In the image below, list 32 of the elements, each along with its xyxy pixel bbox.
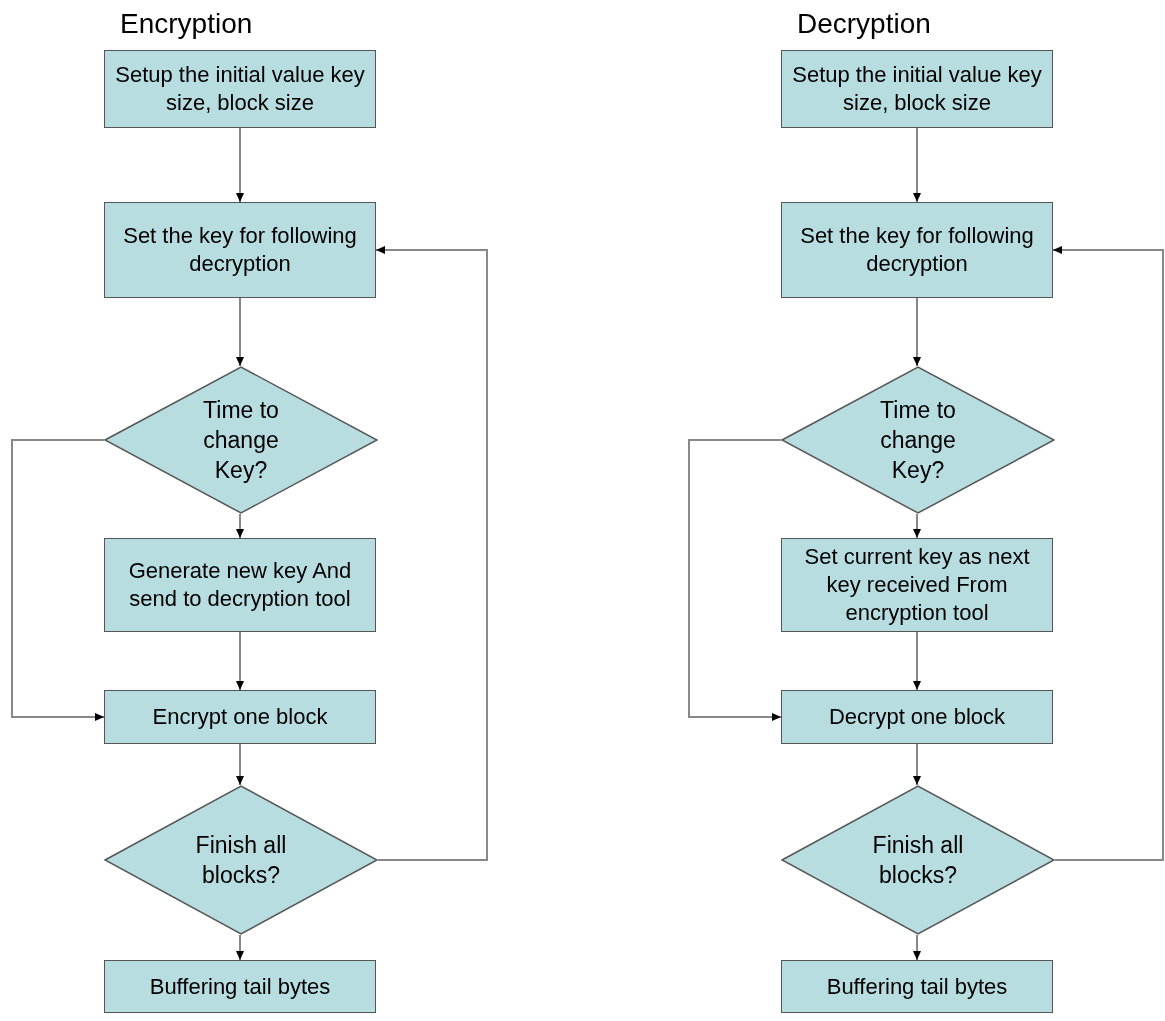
arrow [913, 513, 921, 539]
arrow [1052, 246, 1164, 861]
arrow [236, 513, 244, 539]
decision-text: Finish all blocks? [871, 831, 965, 890]
chart-heading: Encryption [120, 10, 253, 38]
arrow [236, 934, 244, 961]
decision-text: Time to change Key? [202, 396, 280, 485]
arrow [688, 439, 782, 721]
arrow [913, 743, 921, 786]
arrow [913, 127, 921, 203]
decision-text: Time to change Key? [879, 396, 957, 485]
arrow [236, 127, 244, 203]
arrow [236, 297, 244, 367]
process-box: Set current key as next key received From encryption tool [781, 538, 1053, 632]
process-box: Buffering tail bytes [104, 960, 376, 1013]
process-box: Encrypt one block [104, 690, 376, 744]
arrow [236, 631, 244, 691]
process-box: Decrypt one block [781, 690, 1053, 744]
arrow [913, 934, 921, 961]
arrow [236, 743, 244, 786]
process-box: Set the key for following decryption [104, 202, 376, 298]
arrow [11, 439, 105, 721]
process-box: Setup the initial value key size, block size [781, 50, 1053, 128]
process-box: Setup the initial value key size, block size [104, 50, 376, 128]
process-box: Generate new key And send to decryption tool [104, 538, 376, 632]
process-box: Buffering tail bytes [781, 960, 1053, 1013]
arrow [375, 246, 488, 861]
chart-heading: Decryption [797, 10, 931, 38]
process-box: Set the key for following decryption [781, 202, 1053, 298]
arrow [913, 297, 921, 367]
decision-text: Finish all blocks? [194, 831, 288, 890]
arrow [913, 631, 921, 691]
